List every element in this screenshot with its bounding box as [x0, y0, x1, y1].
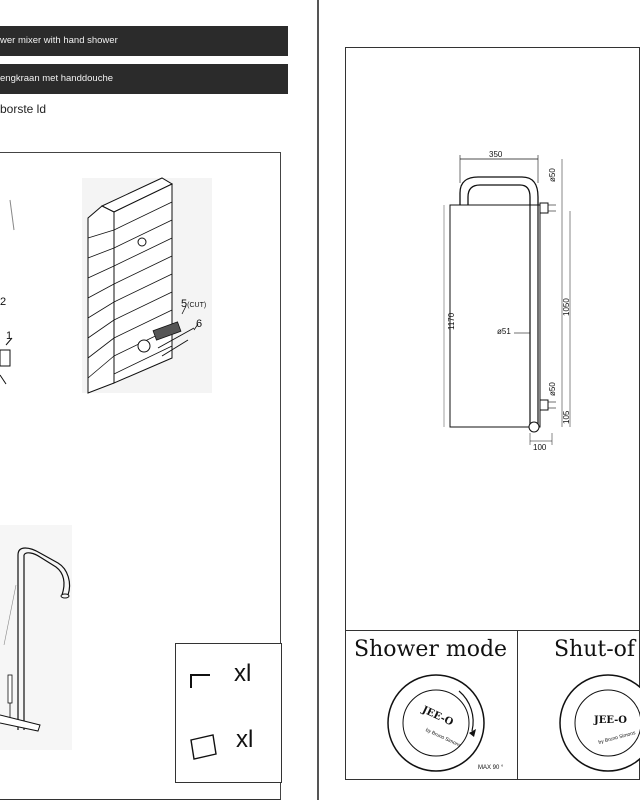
shower-mode-label: Shower mode [354, 637, 508, 662]
step-1-label: 1 [6, 330, 13, 342]
dim-tube-diameter: ø51 [497, 327, 511, 336]
hook-part-icon [190, 674, 210, 688]
dim-bottom-offset: 105 [562, 410, 571, 424]
shut-off-dial [559, 674, 640, 772]
dim-total-height: 1170 [447, 312, 456, 330]
brick-wall-illustration [82, 177, 212, 394]
shower-mode-panel: Shower mode JEE-O by Bruno Simons MAX 90… [345, 630, 518, 780]
install-step-partial-illustration [0, 199, 15, 385]
dim-bottom-width: 100 [533, 443, 547, 452]
dim-top-width: 350 [489, 150, 503, 159]
parts-list-box: xl xl [175, 643, 282, 783]
step-2-label: 2 [0, 296, 7, 308]
header-bar-english: wer mixer with hand shower [0, 26, 288, 56]
dim-bottom-diameter: ø50 [548, 382, 557, 396]
shut-off-panel: Shut-of JEE-O by Bruno Simons [518, 630, 640, 780]
page-spine [317, 0, 319, 800]
dimension-drawing [443, 155, 571, 445]
shower-column-illustration [0, 525, 72, 750]
step-5-note: (CUT) [187, 302, 207, 309]
part-2-quantity: xl [236, 726, 254, 753]
header-title-english: wer mixer with hand shower [0, 35, 118, 46]
step-6-label: 6 [196, 318, 203, 330]
shut-off-label: Shut-of [554, 637, 636, 662]
left-page: wer mixer with hand shower engkraan met … [0, 0, 318, 800]
dim-bar-height: 1050 [562, 298, 571, 316]
header-bar-dutch: engkraan met handdouche [0, 64, 288, 94]
header-subtitle: borste ld [0, 102, 47, 116]
shower-mode-dial [387, 674, 485, 772]
shut-off-dial-logo: JEE-O [594, 715, 628, 726]
step-5-label: 5(CUT) [181, 298, 206, 310]
dim-top-diameter: ø50 [548, 168, 557, 182]
header-title-dutch: engkraan met handdouche [0, 73, 114, 84]
max-angle-label: MAX 90 ° [478, 765, 504, 771]
part-1-quantity: xl [234, 660, 252, 687]
step-5-number: 5 [181, 298, 188, 310]
wall-plate-part-icon [190, 734, 217, 760]
